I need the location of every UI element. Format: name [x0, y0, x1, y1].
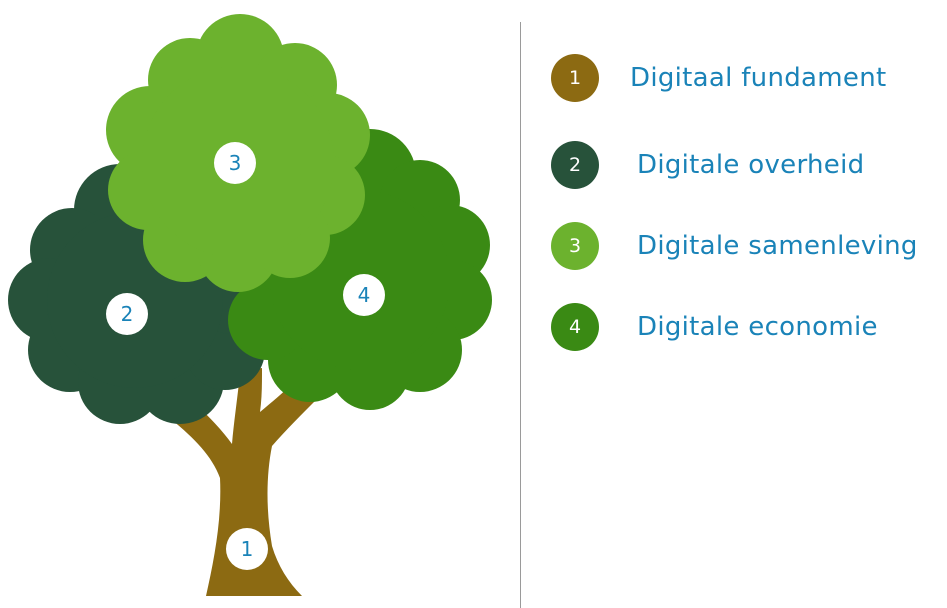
legend-badge-1: 1	[551, 54, 599, 102]
legend-label-1: Digitaal fundament	[630, 63, 887, 93]
legend-badge-2: 2	[551, 141, 599, 189]
tree-badge-3-label: 3	[229, 151, 242, 175]
tree-badge-1-label: 1	[241, 537, 254, 561]
crown-top	[106, 14, 370, 292]
legend-badge-1-number: 1	[568, 67, 582, 89]
legend-badge-4: 4	[551, 303, 599, 351]
legend-badge-3: 3	[551, 222, 599, 270]
legend-item-digitaal-fundament: 1 Digitaal fundament	[551, 54, 886, 102]
tree-badge-1: 1	[226, 528, 268, 570]
tree-badge-4: 4	[343, 274, 385, 316]
tree-badge-3: 3	[214, 142, 256, 184]
legend-badge-3-number: 3	[568, 235, 582, 257]
legend-label-4: Digitale economie	[637, 312, 878, 342]
tree-badge-4-label: 4	[358, 283, 371, 307]
legend: 1 Digitaal fundament 2 Digitale overheid…	[551, 0, 947, 608]
legend-badge-2-number: 2	[568, 154, 582, 176]
legend-item-digitale-samenleving: 3 Digitale samenleving	[551, 222, 918, 270]
tree-trunk	[172, 368, 318, 596]
legend-label-2: Digitale overheid	[637, 150, 865, 180]
legend-item-digitale-overheid: 2 Digitale overheid	[551, 141, 864, 189]
legend-badge-4-number: 4	[568, 316, 582, 338]
divider-line	[520, 22, 521, 608]
tree-badge-2: 2	[106, 293, 148, 335]
legend-label-3: Digitale samenleving	[637, 231, 918, 261]
legend-item-digitale-economie: 4 Digitale economie	[551, 303, 878, 351]
tree-illustration: 3 2 4 1	[8, 14, 492, 596]
tree-badge-2-label: 2	[121, 302, 134, 326]
